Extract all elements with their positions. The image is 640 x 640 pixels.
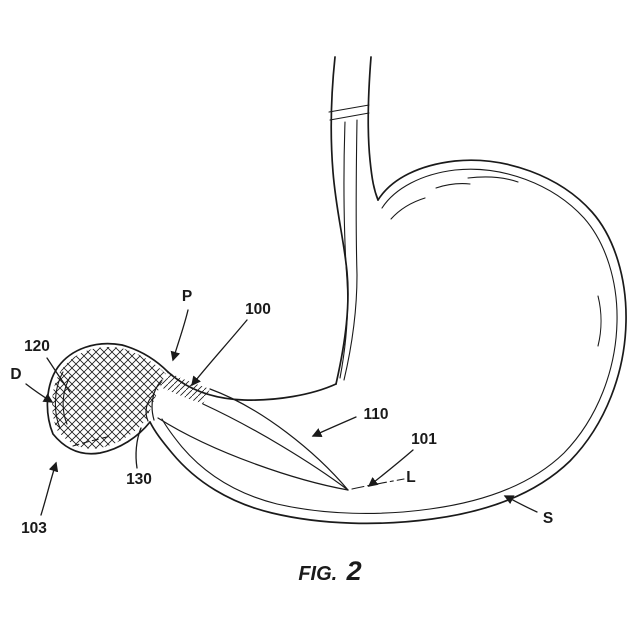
reference-labels: P 100 120 D 130 110 101 L 103 S bbox=[10, 288, 553, 537]
cardia-band bbox=[329, 112, 370, 121]
cardia-band bbox=[328, 104, 370, 113]
stent-mesh-120 bbox=[52, 346, 166, 449]
caption-number: 2 bbox=[346, 556, 362, 586]
leader-110 bbox=[311, 416, 357, 437]
caption-prefix: FIG. bbox=[298, 563, 337, 585]
anchor-hatch-100 bbox=[160, 372, 210, 404]
label-110: 110 bbox=[363, 406, 388, 423]
fundus-shading bbox=[467, 176, 519, 183]
esophagus-inner-fold bbox=[343, 119, 358, 381]
label-d: D bbox=[10, 366, 21, 383]
duodenum-rim bbox=[54, 371, 64, 429]
axis-dash-dot-L bbox=[351, 478, 405, 490]
stomach-wall-inner bbox=[161, 168, 618, 514]
figure-caption: FIG. 2 bbox=[298, 556, 361, 586]
label-100: 100 bbox=[245, 301, 271, 318]
leader-130 bbox=[135, 427, 142, 469]
label-p: P bbox=[182, 288, 192, 305]
label-130: 130 bbox=[126, 471, 152, 488]
leader-120 bbox=[46, 357, 71, 393]
label-101: 101 bbox=[411, 431, 437, 448]
leader-103 bbox=[40, 461, 59, 516]
pylorus-channel bbox=[145, 393, 155, 422]
esophagus-inner-fold bbox=[339, 121, 349, 379]
liner-device bbox=[157, 372, 405, 491]
leader-s bbox=[503, 495, 538, 513]
cardia-shading bbox=[390, 197, 426, 220]
drawing-lines: P 100 120 D 130 110 101 L 103 S FIG. 2 bbox=[10, 56, 627, 586]
sleeve-line-110 bbox=[202, 403, 349, 491]
esophagus bbox=[328, 56, 379, 385]
leaders bbox=[25, 309, 538, 516]
label-103: 103 bbox=[21, 520, 47, 537]
duodenum-rim bbox=[62, 376, 71, 425]
leader-100 bbox=[191, 319, 248, 387]
pylorus-channel bbox=[151, 379, 163, 421]
stomach-body bbox=[149, 159, 627, 525]
label-l: L bbox=[406, 469, 415, 486]
duodenum bbox=[46, 342, 169, 455]
leader-d bbox=[25, 383, 54, 403]
leader-p bbox=[170, 309, 189, 362]
duodenum-dashed-axis bbox=[72, 435, 112, 447]
wall-shading bbox=[597, 295, 602, 347]
label-120: 120 bbox=[24, 338, 50, 355]
leader-101 bbox=[367, 449, 414, 487]
fundus-shading bbox=[435, 183, 471, 189]
label-s: S bbox=[543, 510, 553, 527]
greater-curvature bbox=[149, 159, 627, 525]
sleeve-line-110 bbox=[157, 417, 349, 491]
sleeve-line-110 bbox=[209, 388, 349, 491]
